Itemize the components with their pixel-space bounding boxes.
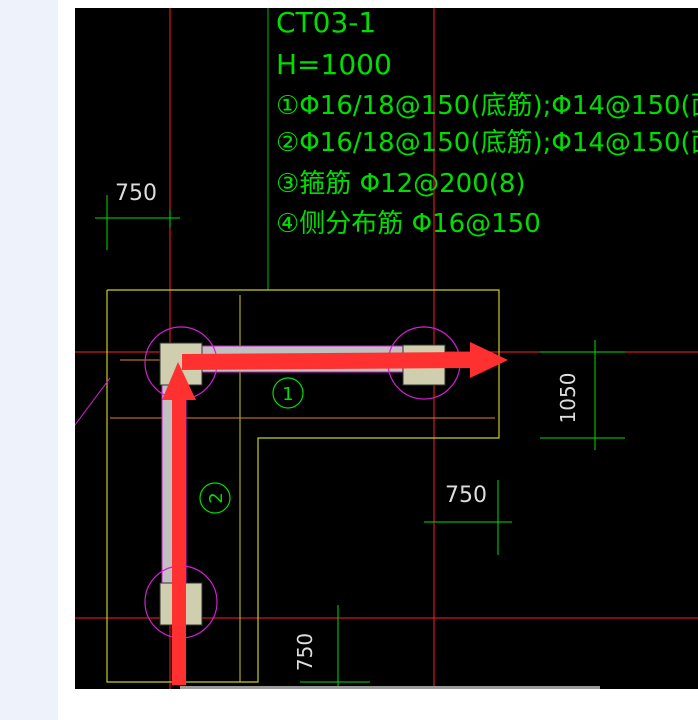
note-2: ②Φ16/18@150(底筋);Φ14@150(面 (276, 128, 698, 158)
beam-2-marker-label: 2 (206, 492, 227, 503)
arrow-up (162, 362, 196, 685)
cad-drawing-canvas[interactable]: 1 2 750 1050 750 750 CT03-1 H=1000 ①Φ16/… (75, 8, 698, 689)
dim-750-mid-label: 750 (445, 483, 487, 508)
dim-750-bottom-label: 750 (293, 633, 317, 671)
beam-1-marker-circle (272, 377, 304, 409)
diagonal-leader (75, 377, 111, 426)
dim-1050-label: 1050 (556, 373, 580, 424)
cad-viewport[interactable]: 1 2 750 1050 750 750 CT03-1 H=1000 ①Φ16/… (75, 8, 698, 689)
note-1: ①Φ16/18@150(底筋);Φ14@150(面 (276, 91, 698, 121)
arrow-right (182, 342, 508, 378)
cap-title: CT03-1 (276, 8, 376, 39)
beam-2-marker-circle (199, 482, 231, 514)
note-4: ④侧分布筋 Φ16@150 (276, 209, 541, 239)
top-strip (58, 0, 698, 8)
cap-outline (106, 289, 500, 683)
note-3: ③箍筋 Φ12@200(8) (276, 169, 526, 199)
left-side-panel (0, 0, 58, 720)
cap-height: H=1000 (276, 48, 392, 81)
beam-1-marker-label: 1 (282, 384, 293, 405)
dim-750-top-label: 750 (115, 181, 157, 206)
horizontal-scrollbar[interactable] (180, 686, 600, 689)
